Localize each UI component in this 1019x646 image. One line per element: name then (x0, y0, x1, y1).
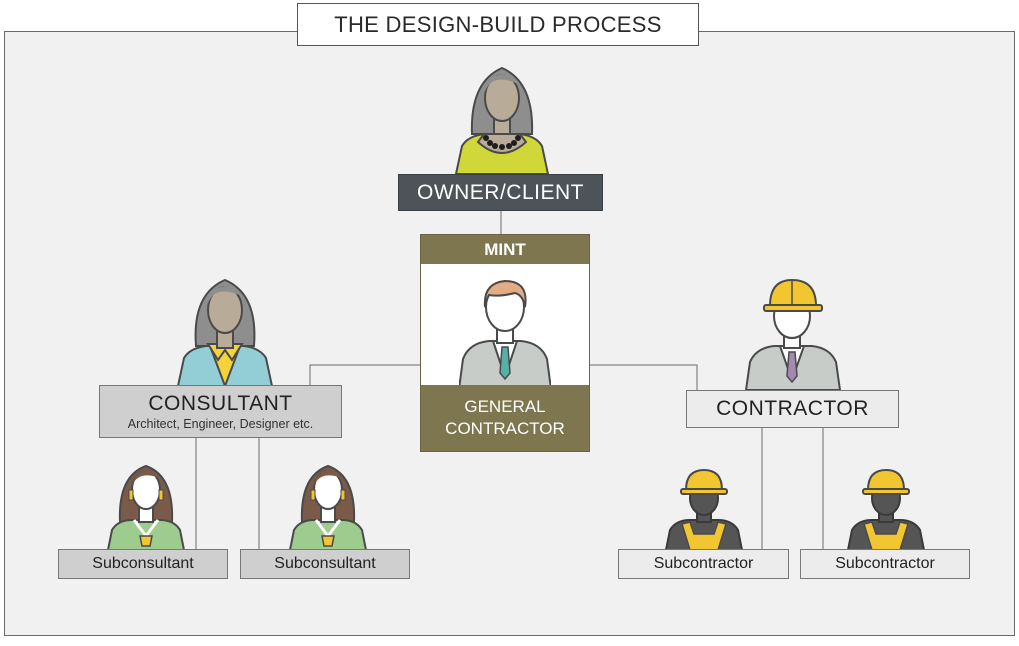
owner-client-box: OWNER/CLIENT (398, 174, 603, 211)
subconsultant-box-2: Subconsultant (240, 549, 410, 579)
contractor-hardhat-icon (744, 278, 842, 390)
businessman-icon (459, 279, 551, 389)
consultant-label: CONSULTANT (148, 391, 293, 415)
mint-to-contractor-line (590, 364, 698, 390)
consultant-sublabel: Architect, Engineer, Designer etc. (127, 416, 314, 431)
subconsultant-icon (106, 464, 186, 550)
subconsultant-icon (288, 464, 368, 550)
worker-hardhat-icon (664, 468, 744, 550)
mint-role-line1: GENERAL (464, 397, 546, 416)
contractor-box: CONTRACTOR (686, 390, 899, 428)
mint-role-line2: CONTRACTOR (445, 419, 565, 438)
mint-role: GENERAL CONTRACTOR (421, 385, 589, 451)
subcontractor-box-1: Subcontractor (618, 549, 789, 579)
mint-header: MINT (421, 235, 589, 264)
diagram-title: THE DESIGN-BUILD PROCESS (297, 3, 699, 46)
mint-to-consultant-line (309, 364, 420, 385)
consultant-box: CONSULTANT Architect, Engineer, Designer… (99, 385, 342, 438)
mint-general-contractor-box: MINT GENERAL CONTRACTOR (420, 234, 590, 452)
woman-consultant-icon (176, 278, 274, 386)
subconsultant-box-1: Subconsultant (58, 549, 228, 579)
subcontractor-box-2: Subcontractor (800, 549, 970, 579)
worker-hardhat-icon (846, 468, 926, 550)
woman-client-icon (454, 66, 550, 174)
